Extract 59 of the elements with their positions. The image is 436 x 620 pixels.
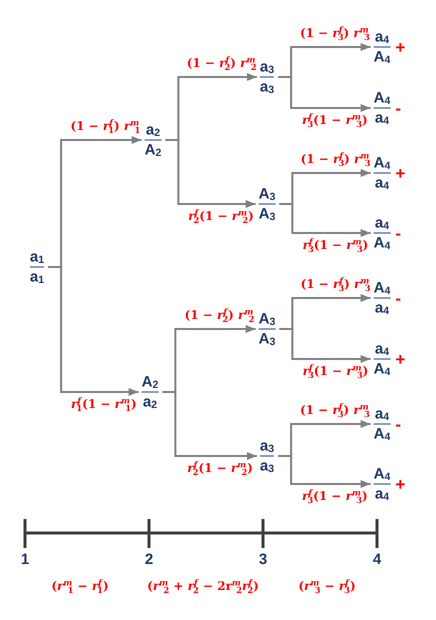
denominator: A$_{3}$ — [258, 330, 276, 348]
denominator: a$_{1}$ — [30, 268, 44, 286]
numerator: a$_{4}$ — [374, 404, 390, 424]
edge-label: r$^{f}$$_{2}$(1 − r$^{m}$$_{2}$) — [187, 460, 253, 476]
numerator: A$_{2}$ — [142, 372, 158, 392]
arrow — [278, 76, 371, 112]
denominator: a$_{4}$ — [374, 298, 390, 318]
sign-label: - — [394, 98, 402, 118]
numerator: A$_{4}$ — [374, 88, 390, 108]
numerator: A$_{4}$ — [374, 154, 390, 174]
numerator: a$_{4}$ — [374, 28, 390, 48]
denominator: a$_{4}$ — [374, 108, 390, 128]
denominator: A$_{2}$ — [144, 140, 162, 160]
axis-tick-label: 4 — [372, 551, 382, 568]
sign-label: - — [394, 224, 402, 242]
denominator: A$_{4}$ — [374, 360, 390, 378]
denominator: a$_{3}$ — [260, 456, 274, 476]
numerator: a$_{4}$ — [374, 214, 390, 234]
interval-formula: (r$^{m}$$_{3}$ − r$^{f}$$_{3}$) — [298, 578, 356, 594]
denominator: a$_{2}$ — [142, 392, 158, 412]
numerator: a$_{3}$ — [260, 436, 274, 456]
denominator: A$_{4}$ — [374, 48, 390, 66]
edge-label: r$^{f}$$_{3}$(1 − r$^{m}$$_{3}$) — [302, 237, 368, 253]
numerator: a$_{4}$ — [374, 340, 390, 360]
axis-tick-label: 2 — [144, 551, 154, 568]
numerator: A$_{3}$ — [258, 184, 276, 204]
interval-formula: (r$^{m}$$_{1}$ − r$^{f}$$_{1}$) — [51, 578, 109, 594]
denominator: a$_{4}$ — [374, 174, 390, 192]
arrow — [279, 203, 371, 237]
arrow — [165, 139, 256, 208]
interval-formula: (r$^{m}$$_{2}$ + r$^{f}$$_{2}$ − 2r$^{m}$$_{2}$r$^{f}$$_{2}$) — [147, 578, 259, 594]
arrow — [278, 455, 371, 488]
denominator: A$_{3}$ — [258, 204, 276, 224]
numerator: A$_{4}$ — [374, 278, 390, 298]
numerator: a$_{2}$ — [144, 120, 162, 140]
arrow — [48, 266, 139, 396]
numerator: a$_{3}$ — [260, 58, 274, 78]
sign-label: - — [394, 414, 402, 434]
axis-tick-label: 1 — [20, 551, 30, 568]
denominator: A$_{4}$ — [374, 424, 390, 444]
sign-label: + — [394, 164, 406, 182]
numerator: A$_{3}$ — [258, 310, 276, 330]
sign-label: - — [394, 288, 402, 308]
arrow — [162, 391, 257, 460]
edge-label: r$^{f}$$_{2}$(1 − r$^{m}$$_{2}$) — [188, 208, 254, 224]
edge-label: r$^{f}$$_{3}$(1 − r$^{m}$$_{3}$) — [302, 112, 368, 128]
denominator: A$_{4}$ — [374, 234, 390, 252]
axis-tick-label: 3 — [258, 551, 268, 568]
sign-label: + — [394, 350, 406, 368]
numerator: A$_{4}$ — [374, 464, 390, 484]
sign-label: + — [394, 474, 406, 494]
arrow — [279, 328, 371, 363]
denominator: a$_{3}$ — [260, 78, 274, 96]
edge-label: r$^{f}$$_{3}$(1 − r$^{m}$$_{3}$) — [302, 488, 368, 504]
edge-label: r$^{f}$$_{1}$(1 − r$^{m}$$_{1}$) — [71, 396, 137, 412]
edge-label: r$^{f}$$_{3}$(1 − r$^{m}$$_{3}$) — [302, 363, 368, 379]
numerator: a$_{1}$ — [30, 248, 44, 268]
denominator: a$_{4}$ — [374, 484, 390, 504]
sign-label: + — [394, 38, 406, 56]
